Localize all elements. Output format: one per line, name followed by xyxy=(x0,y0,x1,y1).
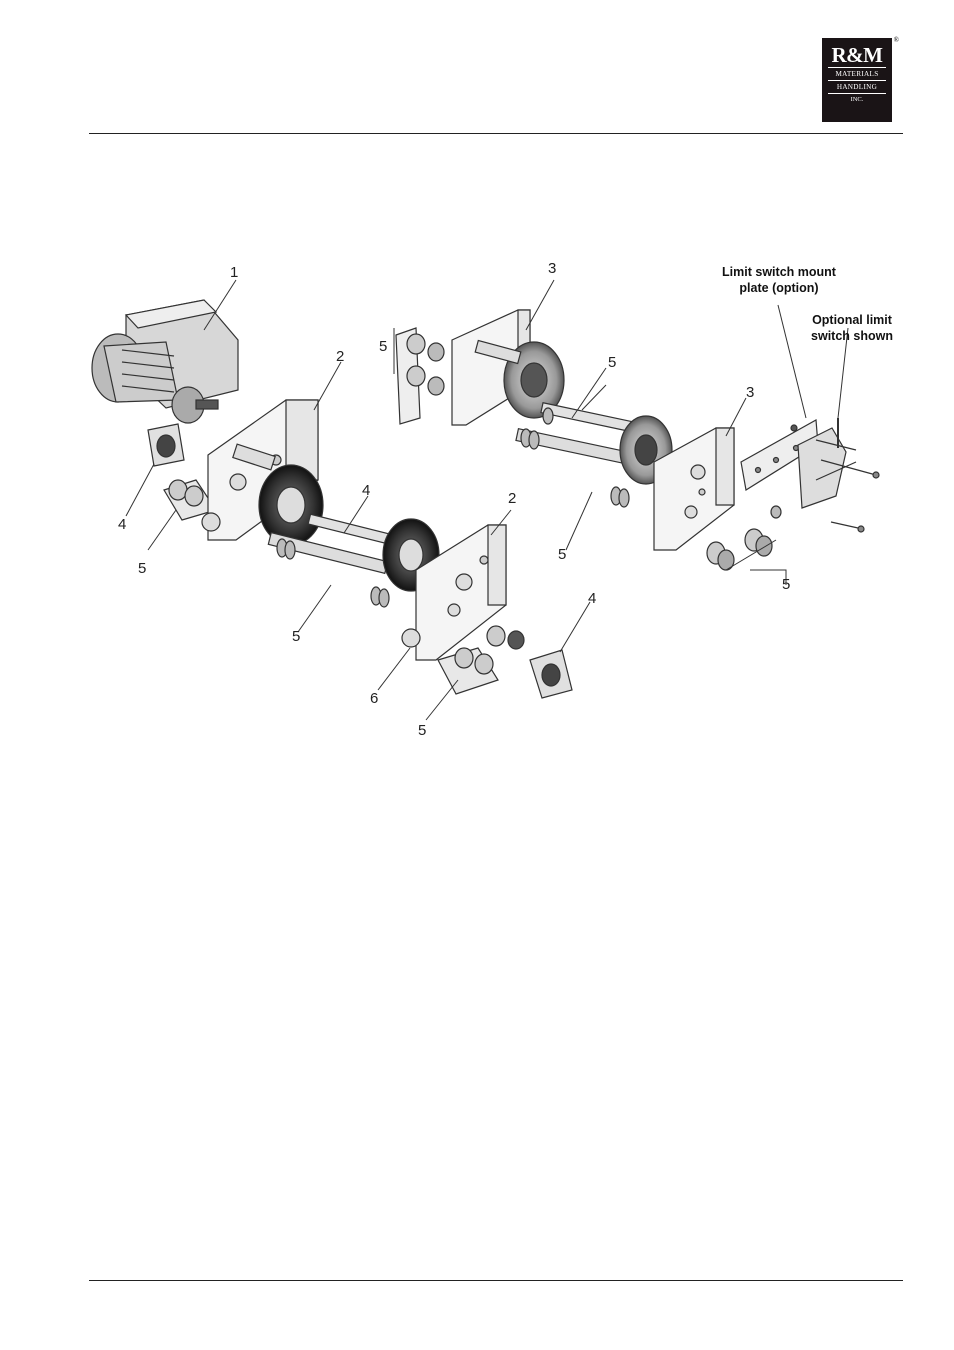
registered-mark: ® xyxy=(894,36,899,44)
part-number-3: 3 xyxy=(548,260,556,277)
idler-plate-right xyxy=(620,416,734,550)
logo-inc: INC. xyxy=(822,94,892,106)
bearing-cover-left xyxy=(148,424,184,466)
part-number-2: 2 xyxy=(336,348,344,365)
exploded-view-figure: 1 2 2 3 3 4 4 4 5 5 5 5 5 5 5 6 Limit sw… xyxy=(86,250,906,750)
callout-line: Optional limit xyxy=(802,312,902,328)
bearing-cover-right xyxy=(530,650,572,698)
optional-limit-switch-callout: Optional limit switch shown xyxy=(802,312,902,344)
company-logo: ® R&M MATERIALS HANDLING INC. xyxy=(822,38,892,122)
callout-line: plate (option) xyxy=(714,280,844,296)
motor-assembly xyxy=(92,300,238,423)
logo-materials: MATERIALS xyxy=(822,68,892,80)
part-number-1: 1 xyxy=(230,264,238,281)
part-number-5: 5 xyxy=(418,722,426,739)
logo-rm: R&M xyxy=(822,43,892,67)
callout-line: switch shown xyxy=(802,328,902,344)
part-number-5: 5 xyxy=(558,546,566,563)
logo-handling: HANDLING xyxy=(822,81,892,93)
header-rule xyxy=(89,133,903,134)
part-number-5: 5 xyxy=(782,576,790,593)
part-number-5: 5 xyxy=(138,560,146,577)
part-number-4: 4 xyxy=(118,516,126,533)
part-number-4: 4 xyxy=(362,482,370,499)
exploded-assembly-drawing xyxy=(86,250,906,750)
part-number-5: 5 xyxy=(608,354,616,371)
part-number-3: 3 xyxy=(746,384,754,401)
side-plate-left xyxy=(202,400,323,545)
part-number-5: 5 xyxy=(379,338,387,355)
callout-line: Limit switch mount xyxy=(714,264,844,280)
limit-switch-mount-plate-callout: Limit switch mount plate (option) xyxy=(714,264,844,296)
part-number-6: 6 xyxy=(370,690,378,707)
part-number-5: 5 xyxy=(292,628,300,645)
idler-plate-top xyxy=(396,310,564,425)
footer-rule xyxy=(89,1280,903,1281)
part-number-2: 2 xyxy=(508,490,516,507)
part-number-4: 4 xyxy=(588,590,596,607)
